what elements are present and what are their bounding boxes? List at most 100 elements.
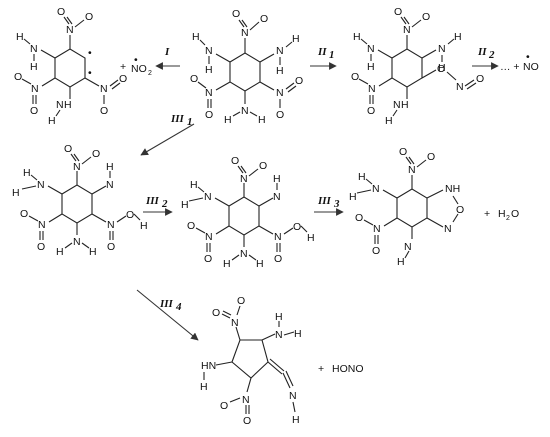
atom-label: H (56, 246, 64, 258)
atom-label: O (64, 143, 72, 155)
svg-text:1: 1 (187, 116, 193, 128)
atom-label: H (256, 258, 264, 270)
atom-label: O (30, 105, 38, 117)
svg-text:III: III (145, 195, 160, 207)
svg-text:III: III (317, 195, 332, 207)
radical-dot: • (526, 51, 530, 63)
atom-label: N (37, 179, 45, 191)
atom-label: N (205, 87, 213, 99)
arrow-step-II2: II 2 (472, 46, 499, 70)
atom-label: H (12, 187, 20, 199)
atom-label: O (100, 105, 108, 117)
atom-label: N (56, 99, 64, 111)
atom-label: O (259, 160, 267, 172)
atom-label: H (349, 191, 357, 203)
atom-label: N (204, 191, 212, 203)
atom-label: O (232, 8, 240, 20)
side-product-no2: + • NO 2 (120, 54, 152, 77)
atom-label: H (224, 114, 232, 126)
svg-text:O: O (511, 208, 519, 220)
atom-label: H (192, 31, 200, 43)
svg-text:2: 2 (161, 198, 168, 210)
atom-label: H (273, 173, 281, 185)
atom-label: O (274, 253, 282, 265)
atom-label: N (273, 191, 281, 203)
atom-label: H (205, 64, 213, 76)
arrow-step-III3: III 3 (314, 195, 344, 216)
atom-label: O (351, 71, 359, 83)
atom-label: O (367, 105, 375, 117)
atom-label: H (292, 414, 300, 426)
atom-label: N (31, 83, 39, 95)
atom-label: N (100, 83, 108, 95)
atom-label: O (204, 253, 212, 265)
atom-label: N (404, 241, 412, 253)
svg-text:4: 4 (175, 301, 182, 313)
radical-dot: • (88, 67, 92, 79)
atom-label: N (231, 317, 239, 329)
atom-label: O (119, 73, 127, 85)
atom-label: H (275, 311, 283, 323)
atom-label: H (223, 258, 231, 270)
atom-label: N (289, 390, 297, 402)
atom-label: N (438, 43, 446, 55)
atom-label: O (295, 75, 303, 87)
atom-label: O (456, 204, 464, 216)
atom-label: N (241, 105, 249, 117)
atom-label: H (438, 62, 446, 74)
atom-label: H (89, 246, 97, 258)
atom-label: N (373, 223, 381, 235)
radical-dot: • (134, 54, 138, 66)
atom-label: H (292, 33, 300, 45)
atom-label: H (397, 256, 405, 268)
atom-label: H (307, 232, 315, 244)
svg-text:1: 1 (329, 49, 335, 61)
atom-label: O (14, 71, 22, 83)
atom-label: O (92, 148, 100, 160)
svg-text:III: III (170, 113, 185, 125)
svg-text:I: I (164, 46, 170, 58)
atom-label: O (85, 11, 93, 23)
atom-label: O (107, 241, 115, 253)
atom-label: N (275, 329, 283, 341)
svg-text:II: II (477, 46, 487, 58)
svg-text:2: 2 (506, 215, 510, 222)
atom-label: O (190, 73, 198, 85)
atom-label: N (73, 161, 81, 173)
atom-label: O (37, 241, 45, 253)
atom-label: O (476, 73, 484, 85)
atom-label: H (190, 179, 198, 191)
atom-label: H (258, 114, 266, 126)
atom-label: N (205, 45, 213, 57)
atom-label: N (444, 223, 452, 235)
atom-label: O (394, 6, 402, 18)
atom-label: O (205, 109, 213, 121)
atom-label: O (237, 295, 245, 307)
atom-label: H (358, 171, 366, 183)
atom-label: N (408, 164, 416, 176)
svg-text:+: + (120, 61, 126, 73)
atom-label: N (38, 219, 46, 231)
svg-text:II: II (317, 46, 327, 58)
molecule-radical-product: N O O • • N H H N O O N O O N H (14, 6, 127, 127)
atom-label: H (294, 328, 302, 340)
atom-label: H (401, 99, 409, 111)
svg-text:III: III (159, 298, 174, 310)
atom-label: H (454, 31, 462, 43)
atom-label: O (427, 151, 435, 163)
svg-text:NO: NO (131, 63, 147, 75)
molecule-ring-contraction-product: N O O N H H HN H N O O N H (200, 295, 302, 427)
svg-text:+: + (318, 363, 324, 375)
atom-label: O (187, 220, 195, 232)
atom-label: H (367, 61, 375, 73)
atom-label: O (422, 11, 430, 23)
atom-label: N (403, 24, 411, 36)
atom-label: N (456, 81, 464, 93)
atom-label: O (372, 245, 380, 257)
atom-label: N (368, 83, 376, 95)
atom-label: H (48, 115, 56, 127)
side-product-no: … + • NO (500, 51, 539, 73)
arrow-step-I: I (155, 46, 180, 70)
svg-text:2: 2 (148, 70, 152, 77)
